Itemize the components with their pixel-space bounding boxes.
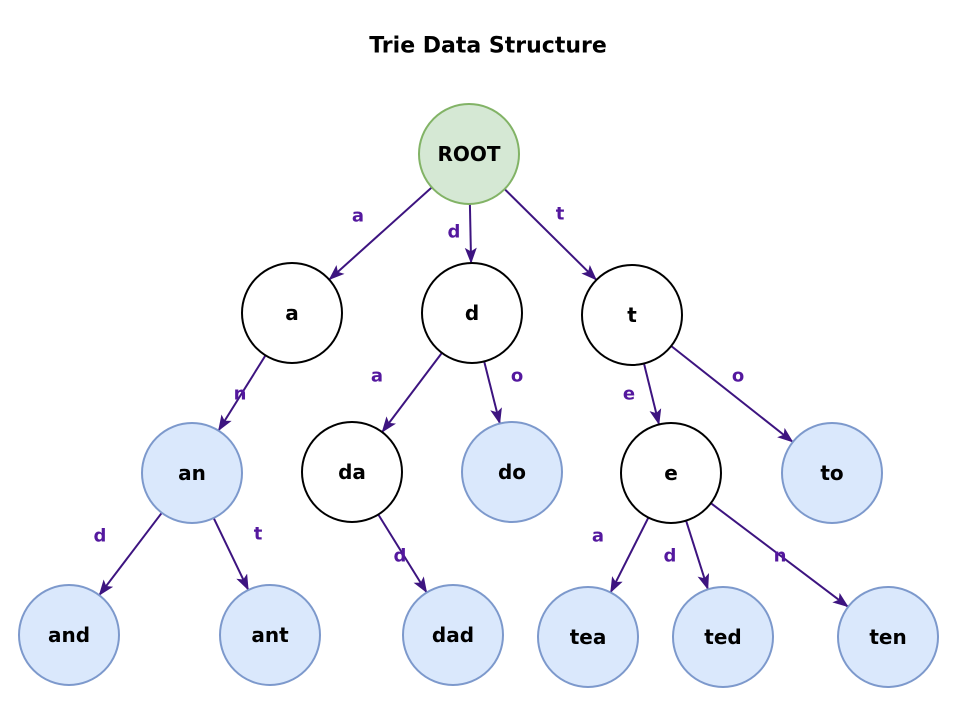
trie-node-an: an xyxy=(141,422,243,524)
root-node-label: ROOT xyxy=(437,142,500,166)
edge-line-root-d xyxy=(464,203,477,264)
edge-root-a: a xyxy=(328,186,433,281)
edge-line-t-to xyxy=(670,345,794,443)
node-t-circle xyxy=(581,264,683,366)
edge-line-an-and xyxy=(98,512,163,596)
node-an-label: an xyxy=(178,461,206,485)
edge-line-e-tea xyxy=(609,517,650,594)
node-tea-label: tea xyxy=(570,625,607,649)
node-ted-circle xyxy=(672,586,774,688)
edge-label-root-t: t xyxy=(556,204,565,225)
edge-e-ten: n xyxy=(710,502,849,608)
node-and-circle xyxy=(18,584,120,686)
node-a-label: a xyxy=(285,301,299,325)
trie-node-e: e xyxy=(620,422,722,524)
edge-line-root-a xyxy=(328,186,433,281)
edge-an-ant: t xyxy=(212,517,263,591)
edge-label-d-do: o xyxy=(511,366,523,387)
node-to-circle xyxy=(781,422,883,524)
edge-root-t: t xyxy=(503,188,598,281)
node-ten-label: ten xyxy=(869,625,906,649)
node-dad-circle xyxy=(402,584,504,686)
edge-label-e-tea: a xyxy=(592,526,604,547)
edge-line-d-da xyxy=(381,352,443,433)
edge-root-d: d xyxy=(448,203,477,264)
edge-line-e-ten xyxy=(710,502,849,608)
root-node-circle xyxy=(418,103,520,205)
node-e-circle xyxy=(620,422,722,524)
diagram-title: Trie Data Structure xyxy=(369,34,607,59)
node-a-circle xyxy=(241,262,343,364)
node-ant-circle xyxy=(219,584,321,686)
edge-label-da-dad: d xyxy=(394,546,407,567)
edge-e-tea: a xyxy=(592,517,650,594)
trie-node-ten: ten xyxy=(837,586,939,688)
node-da-circle xyxy=(301,421,403,523)
edge-line-an-ant xyxy=(212,517,250,591)
edge-label-root-d: d xyxy=(448,222,461,243)
trie-node-to: to xyxy=(781,422,883,524)
node-to-label: to xyxy=(820,461,843,485)
edge-d-da: a xyxy=(371,352,443,433)
edge-label-d-da: a xyxy=(371,366,383,387)
edge-line-e-ted xyxy=(685,520,710,591)
edge-t-to: o xyxy=(670,345,794,443)
trie-node-do: do xyxy=(461,421,563,523)
node-d-label: d xyxy=(465,301,479,325)
edge-a-an: n xyxy=(217,354,267,432)
edge-line-a-an xyxy=(217,354,267,432)
edge-da-dad: d xyxy=(377,513,428,594)
node-and-label: and xyxy=(48,623,90,647)
node-layer: ROOT a d t an da xyxy=(18,103,939,688)
edge-label-e-ten: n xyxy=(774,546,787,567)
edge-label-an-and: d xyxy=(94,526,107,547)
edge-line-root-t xyxy=(503,188,598,281)
node-t-label: t xyxy=(627,303,637,327)
node-e-label: e xyxy=(664,461,678,485)
trie-node-a: a xyxy=(241,262,343,364)
trie-node-ted: ted xyxy=(672,586,774,688)
edge-an-and: d xyxy=(94,512,163,596)
node-do-circle xyxy=(461,421,563,523)
node-ten-circle xyxy=(837,586,939,688)
edge-label-t-e: e xyxy=(623,384,635,405)
edge-label-a-an: n xyxy=(234,384,247,405)
edge-e-ted: d xyxy=(664,520,710,591)
node-ted-label: ted xyxy=(704,625,741,649)
edge-t-e: e xyxy=(623,363,662,426)
node-tea-circle xyxy=(537,586,639,688)
node-do-label: do xyxy=(498,460,526,484)
node-da-label: da xyxy=(338,460,366,484)
node-ant-label: ant xyxy=(251,623,289,647)
node-d-circle xyxy=(421,262,523,364)
node-dad-label: dad xyxy=(432,623,474,647)
trie-node-ant: ant xyxy=(219,584,321,686)
trie-node-dad: dad xyxy=(402,584,504,686)
trie-node-tea: tea xyxy=(537,586,639,688)
trie-node-da: da xyxy=(301,421,403,523)
node-an-circle xyxy=(141,422,243,524)
trie-node-t: t xyxy=(581,264,683,366)
edge-layer: a d t n a o e xyxy=(94,186,849,608)
edge-line-t-e xyxy=(643,363,662,426)
edge-label-an-ant: t xyxy=(254,524,263,545)
edge-label-e-ted: d xyxy=(664,546,677,567)
edge-label-root-a: a xyxy=(352,206,364,227)
trie-node-root: ROOT xyxy=(418,103,520,205)
trie-node-d: d xyxy=(421,262,523,364)
edge-d-do: o xyxy=(483,361,523,425)
trie-node-and: and xyxy=(18,584,120,686)
edge-line-da-dad xyxy=(377,513,428,594)
edge-label-t-to: o xyxy=(732,366,744,387)
edge-line-d-do xyxy=(483,361,502,425)
